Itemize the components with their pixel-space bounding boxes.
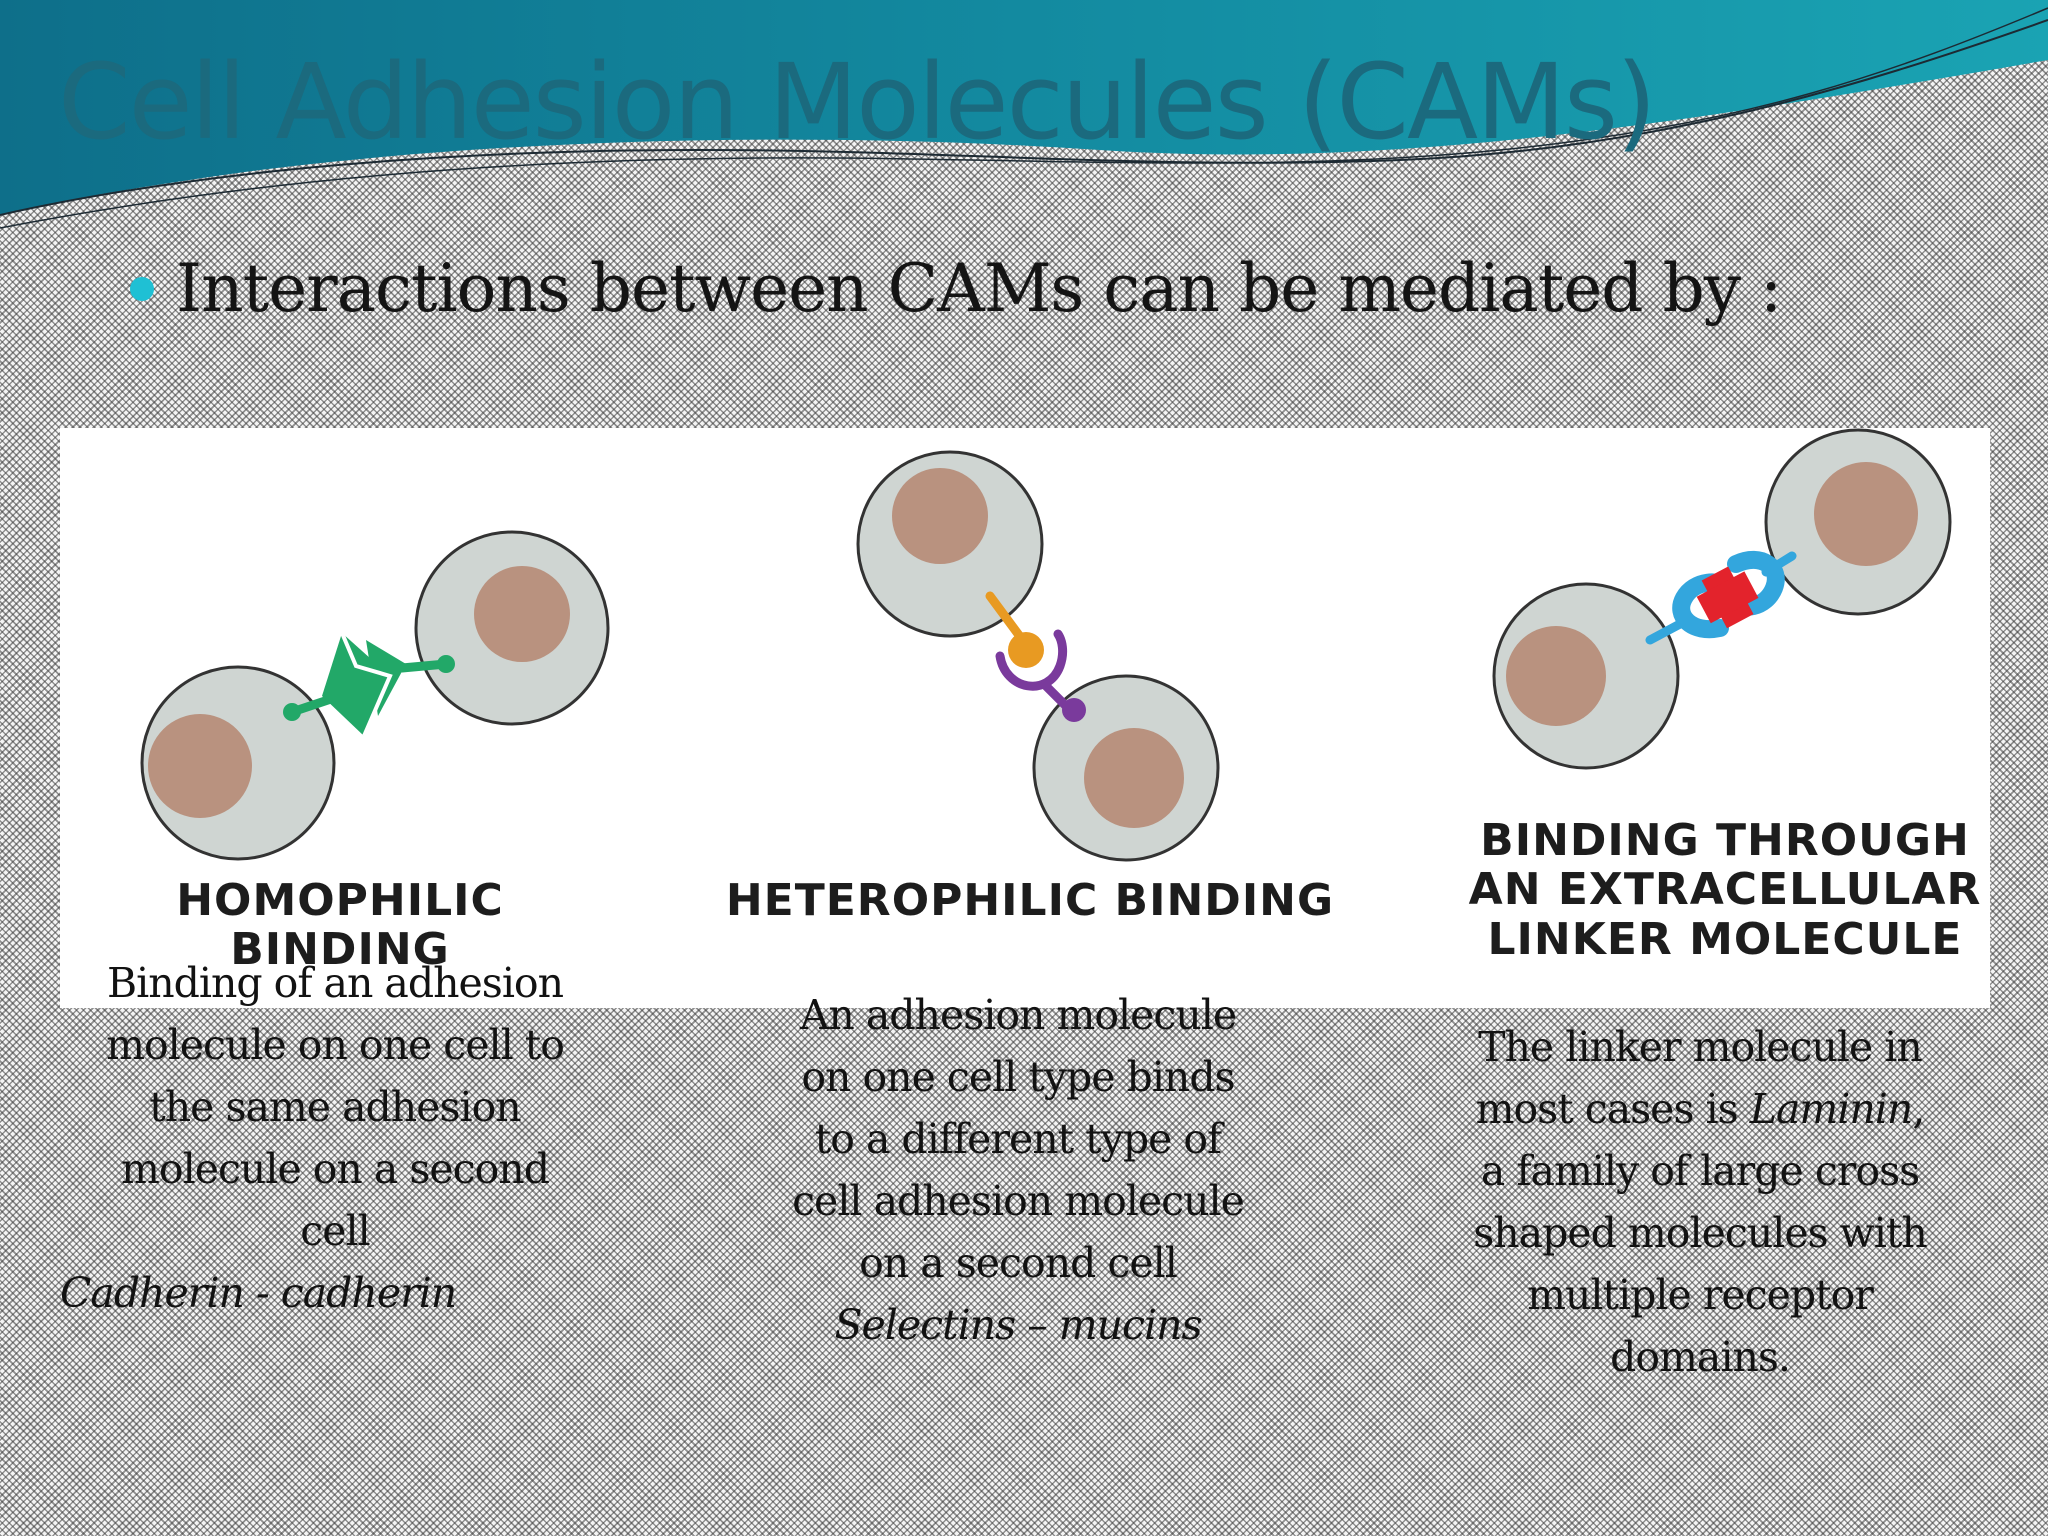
homophilic-diagram: [140, 530, 610, 861]
label-linker: BINDING THROUGH AN EXTRACELLULAR LINKER …: [1460, 816, 1990, 964]
caption-example: Selectins – mucins: [834, 1301, 1202, 1349]
nucleus: [1506, 626, 1606, 726]
nucleus: [148, 714, 252, 818]
linker-diagram: [1492, 428, 1952, 770]
caption-example: Cadherin - cadherin: [60, 1269, 457, 1317]
label-homophilic: HOMOPHILIC BINDING: [176, 875, 504, 976]
label-heterophilic: HETEROPHILIC BINDING: [725, 875, 1335, 926]
caption-line: Binding of an adhesion: [106, 959, 564, 1007]
caption-text: ,: [1912, 1085, 1925, 1133]
header-wave: [0, 0, 2048, 229]
caption-text: most cases is: [1475, 1085, 1750, 1133]
caption-line: a family of large cross: [1480, 1147, 1920, 1195]
caption-line: The linker molecule in: [1478, 1023, 1923, 1071]
caption-line: An adhesion molecule: [799, 991, 1237, 1039]
caption-line: molecule on one cell to: [106, 1021, 565, 1069]
caption-line: most cases is Laminin,: [1440, 1078, 1960, 1140]
nucleus: [1084, 728, 1184, 828]
caption-homophilic: Binding of an adhesion molecule on one c…: [60, 952, 600, 1324]
heterophilic-diagram: [856, 450, 1220, 862]
caption-line: molecule on a second: [121, 1145, 550, 1193]
nucleus: [892, 468, 988, 564]
label-linker-line: AN EXTRACELLULAR: [1468, 864, 1982, 916]
caption-line: the same adhesion: [149, 1083, 521, 1131]
bullet-text: Interactions between CAMs can be mediate…: [176, 250, 1782, 327]
bullet-line: Interactions between CAMs can be mediate…: [130, 250, 1782, 327]
label-linker-line: BINDING THROUGH: [1480, 815, 1970, 866]
laminin-term: Laminin: [1749, 1085, 1914, 1133]
caption-linker: The linker molecule in most cases is Lam…: [1440, 1016, 1960, 1388]
caption-line: on one cell type binds: [801, 1053, 1235, 1101]
label-linker-line: LINKER MOLECULE: [1487, 913, 1963, 965]
caption-line: on a second cell: [859, 1239, 1178, 1287]
nucleus: [474, 566, 570, 662]
caption-line: cell adhesion molecule: [792, 1177, 1245, 1225]
page-title: Cell Adhesion Molecules (CAMs): [58, 41, 1657, 163]
caption-line: to a different type of: [814, 1115, 1222, 1163]
caption-line: shaped molecules with: [1473, 1209, 1928, 1257]
caption-line: multiple receptor: [1527, 1271, 1874, 1319]
caption-heterophilic: An adhesion molecule on one cell type bi…: [758, 984, 1278, 1356]
nucleus: [1814, 462, 1918, 566]
figure-panel: HOMOPHILIC BINDING HETEROPHILIC BINDING …: [60, 428, 1990, 1008]
bullet-dot-icon: [130, 276, 154, 301]
binding-diagram: [140, 428, 1952, 862]
caption-line: domains.: [1610, 1333, 1791, 1381]
caption-line: cell: [300, 1207, 370, 1255]
